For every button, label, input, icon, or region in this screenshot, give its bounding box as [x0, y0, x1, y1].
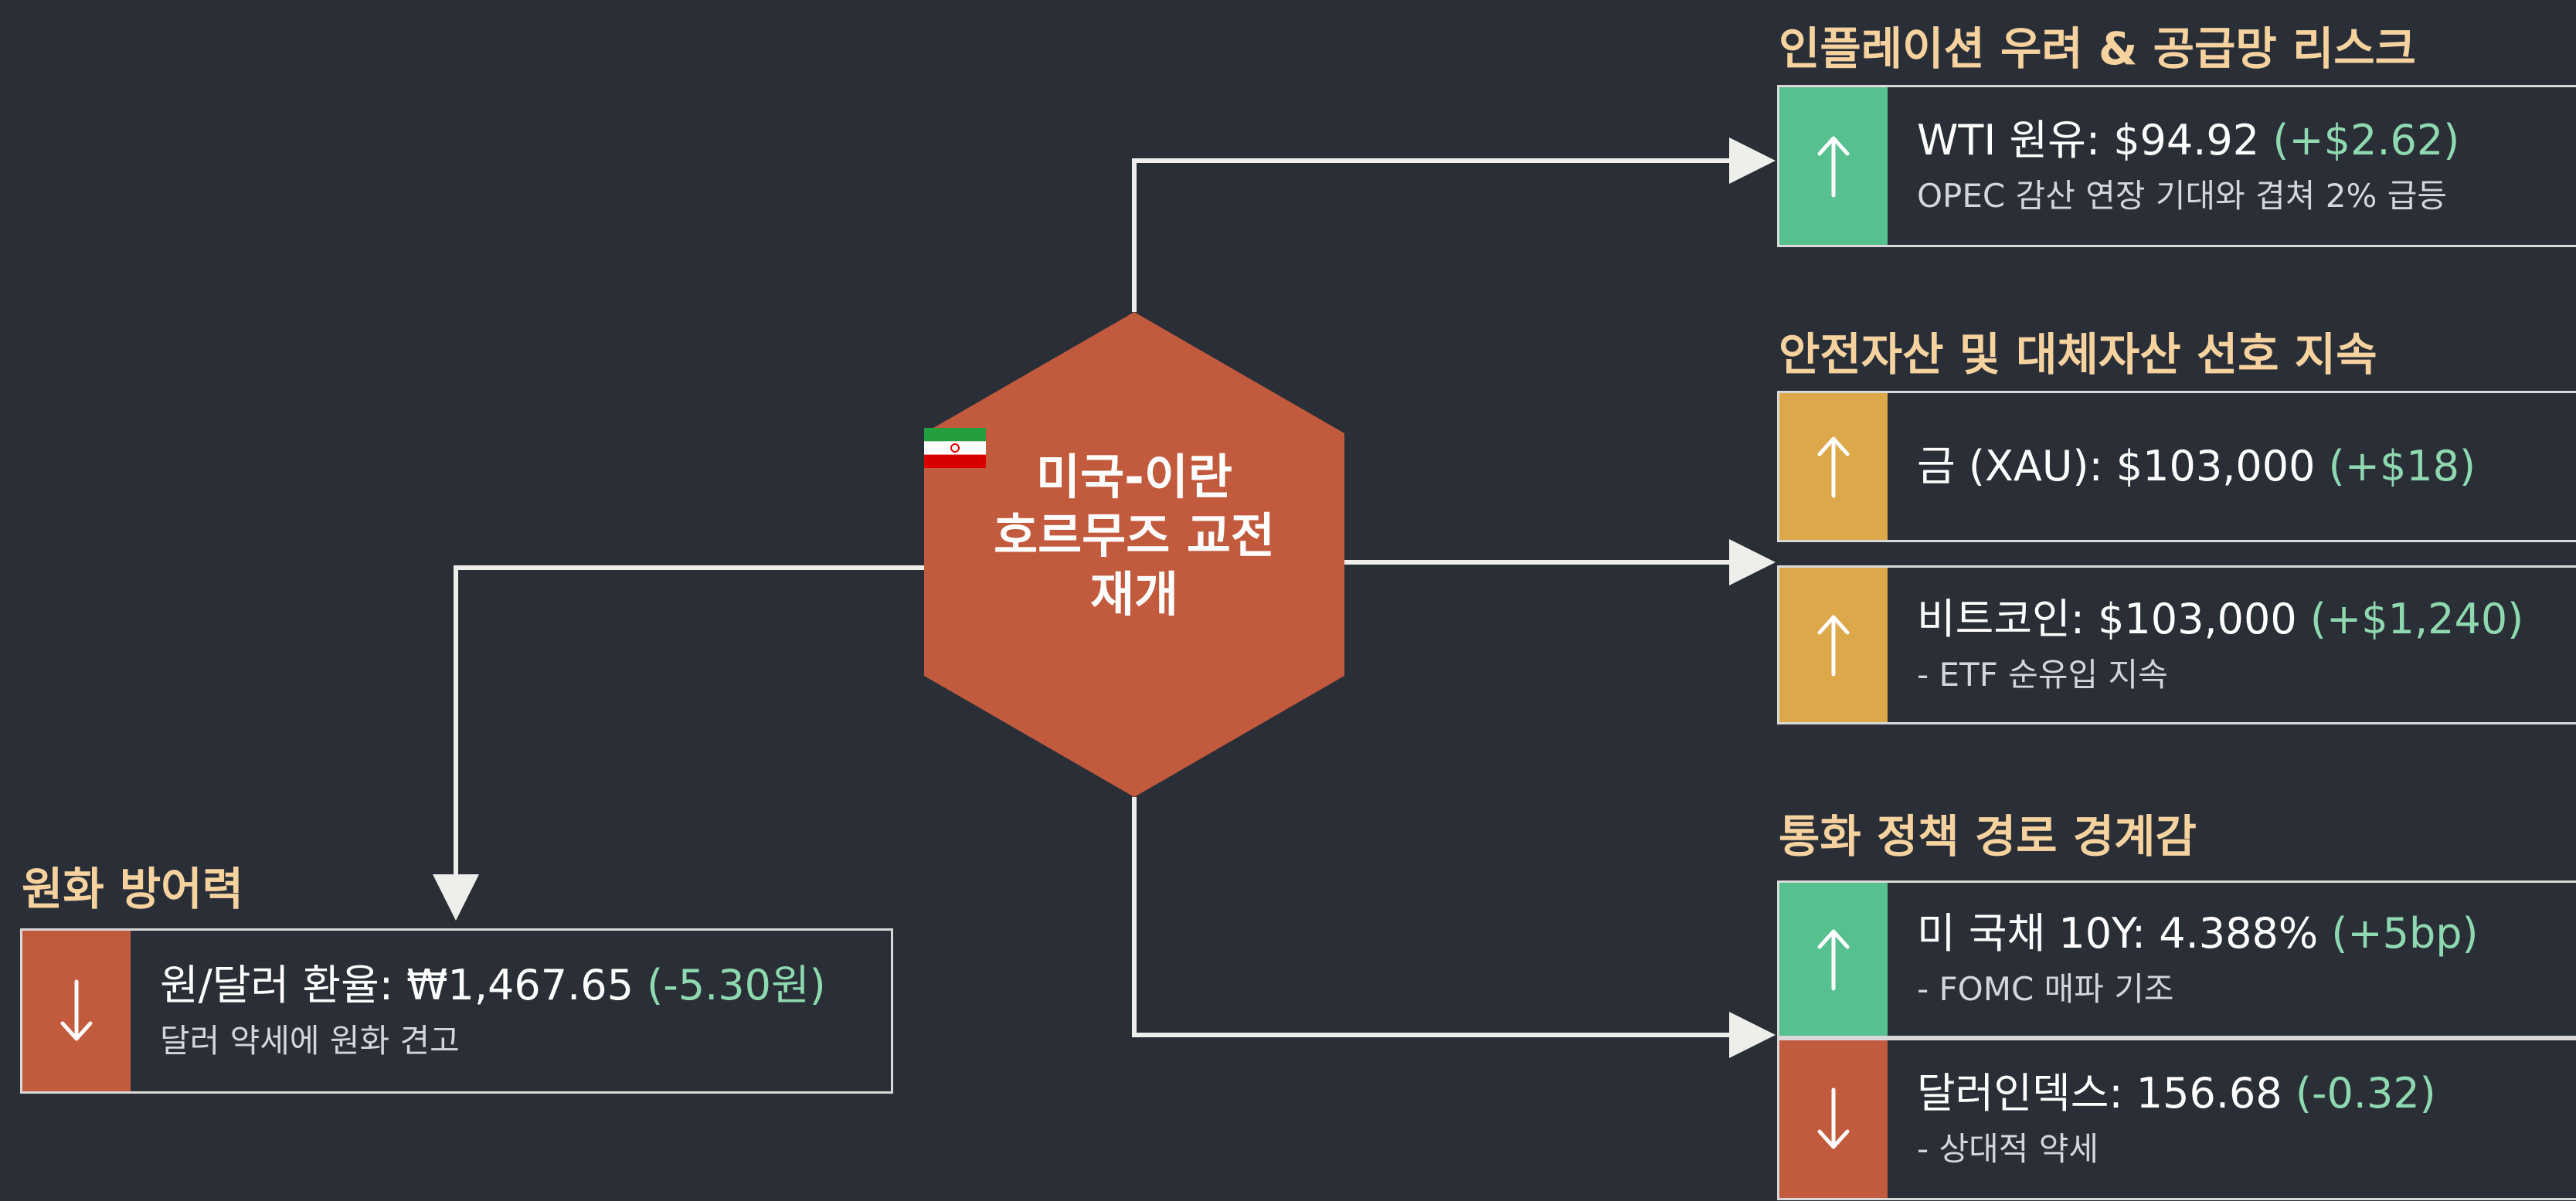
- indicator-label: 달러인덱스: 156.68: [1917, 1069, 2282, 1118]
- indicator-card-gold: 금 (XAU): $103,000 (+$18): [1777, 391, 2576, 542]
- section-title-safe-assets: 안전자산 및 대체자산 선호 지속: [1779, 328, 2377, 381]
- indicator-change: (+$2.62): [2272, 116, 2460, 165]
- section-title-won: 원화 방어력: [22, 863, 243, 915]
- arrow-to-monetary: [1132, 797, 1776, 1058]
- indicator-label: 미 국채 10Y: 4.388%: [1917, 909, 2319, 958]
- indicator-note: - 상대적 약세: [1917, 1130, 2099, 1168]
- arrow-up-icon: [1817, 615, 1850, 677]
- trend-strip: [22, 931, 131, 1091]
- trend-strip: [1779, 568, 1888, 722]
- indicator-card-bitcoin: 비트코인: $103,000 (+$1,240) - ETF 순유입 지속: [1777, 565, 2576, 724]
- trend-strip: [1779, 393, 1888, 540]
- hub-title-line: 미국-이란: [1036, 449, 1232, 505]
- indicator-value-line: 원/달러 환율: ₩1,467.65 (-5.30원): [160, 958, 875, 1013]
- indicator-note: OPEC 감산 연장 기대와 겹쳐 2% 급등: [1917, 177, 2448, 215]
- arrow-down-icon: [60, 979, 93, 1041]
- indicator-value-line: 달러인덱스: 156.68 (-0.32): [1917, 1066, 2563, 1121]
- hub-title: 미국-이란 호르무즈 교전 재개: [924, 448, 1344, 624]
- indicator-note: - ETF 순유입 지속: [1917, 656, 2168, 694]
- indicator-card-wti: WTI 원유: $94.92 (+$2.62) OPEC 감산 연장 기대와 겹…: [1777, 85, 2576, 247]
- event-hub: 미국-이란 호르무즈 교전 재개: [924, 312, 1344, 797]
- indicator-label: 원/달러 환율: ₩1,467.65: [160, 961, 634, 1009]
- hub-title-line: 호르무즈 교전: [994, 507, 1275, 564]
- indicator-label: 금 (XAU): $103,000: [1917, 442, 2316, 490]
- indicator-value-line: 금 (XAU): $103,000 (+$18): [1917, 439, 2563, 494]
- arrow-up-icon: [1817, 436, 1850, 498]
- indicator-card-krw: 원/달러 환율: ₩1,467.65 (-5.30원) 달러 약세에 원화 견고: [20, 928, 893, 1094]
- hub-title-line: 재개: [1089, 566, 1179, 623]
- indicator-note: - FOMC 매파 기조: [1917, 970, 2174, 1008]
- arrow-up-icon: [1817, 929, 1850, 991]
- trend-strip: [1779, 87, 1888, 245]
- arrow-down-icon: [1817, 1087, 1850, 1149]
- indicator-change: (+$18): [2328, 442, 2476, 490]
- indicator-value-line: WTI 원유: $94.92 (+$2.62): [1917, 113, 2563, 168]
- indicator-change: (+$1,240): [2309, 595, 2524, 643]
- hexagon-shape: [924, 312, 1344, 797]
- arrow-to-won: [433, 565, 924, 921]
- trend-strip: [1779, 1040, 1888, 1198]
- section-title-inflation: 인플레이션 우려 & 공급망 리스크: [1779, 22, 2417, 75]
- indicator-change: (+5bp): [2331, 909, 2479, 958]
- indicator-label: WTI 원유: $94.92: [1917, 116, 2260, 165]
- section-title-monetary: 통화 정책 경로 경계감: [1779, 810, 2197, 863]
- arrow-to-inflation: [1132, 137, 1776, 312]
- indicator-card-treasury: 미 국채 10Y: 4.388% (+5bp) - FOMC 매파 기조: [1777, 880, 2576, 1038]
- indicator-change: (-5.30원): [647, 961, 826, 1009]
- trend-strip: [1779, 883, 1888, 1036]
- indicator-note: 달러 약세에 원화 견고: [160, 1022, 460, 1060]
- indicator-label: 비트코인: $103,000: [1917, 595, 2297, 643]
- indicator-value-line: 미 국채 10Y: 4.388% (+5bp): [1917, 906, 2563, 962]
- indicator-change: (-0.32): [2295, 1069, 2436, 1118]
- indicator-value-line: 비트코인: $103,000 (+$1,240): [1917, 592, 2563, 647]
- indicator-card-dollar-index: 달러인덱스: 156.68 (-0.32) - 상대적 약세: [1777, 1038, 2576, 1200]
- iran-flag-icon: [924, 428, 986, 468]
- arrow-up-icon: [1817, 136, 1850, 198]
